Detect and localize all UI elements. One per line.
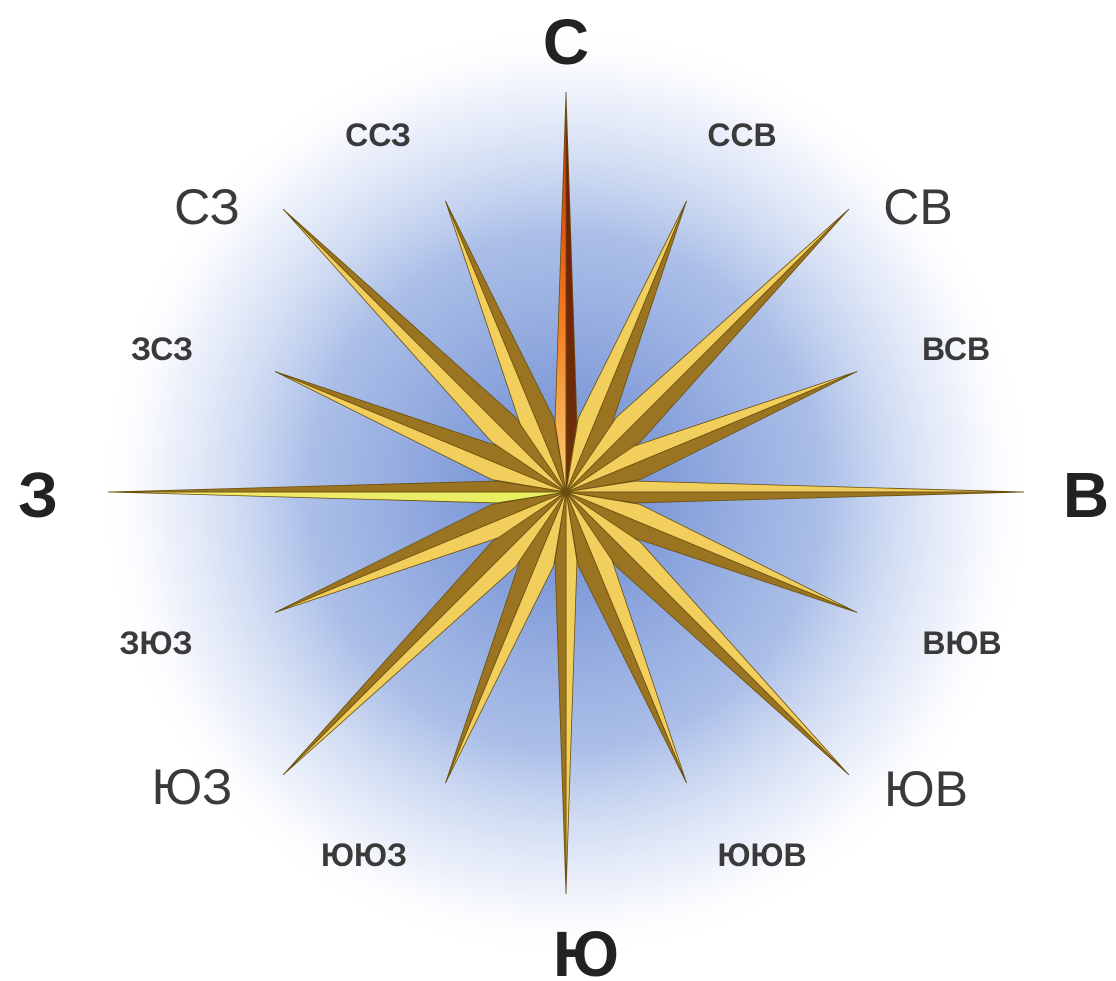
- label-ene: ВСВ: [922, 331, 990, 367]
- label-sse: ЮЮВ: [717, 837, 806, 873]
- label-north: С: [543, 6, 589, 78]
- label-wnw: ЗСЗ: [131, 331, 193, 367]
- label-southeast: ЮВ: [884, 761, 968, 817]
- label-northwest: СЗ: [174, 179, 240, 235]
- label-nnw: ССЗ: [345, 117, 411, 153]
- label-ssw: ЮЮЗ: [321, 837, 407, 873]
- label-southwest: ЮЗ: [152, 759, 233, 815]
- label-northeast: СВ: [883, 179, 952, 235]
- label-west: З: [18, 459, 58, 531]
- label-nne: ССВ: [707, 117, 776, 153]
- label-ese: ВЮВ: [922, 625, 1001, 661]
- label-east: В: [1063, 459, 1109, 531]
- label-south: Ю: [553, 918, 619, 981]
- label-wsw: ЗЮЗ: [119, 625, 192, 661]
